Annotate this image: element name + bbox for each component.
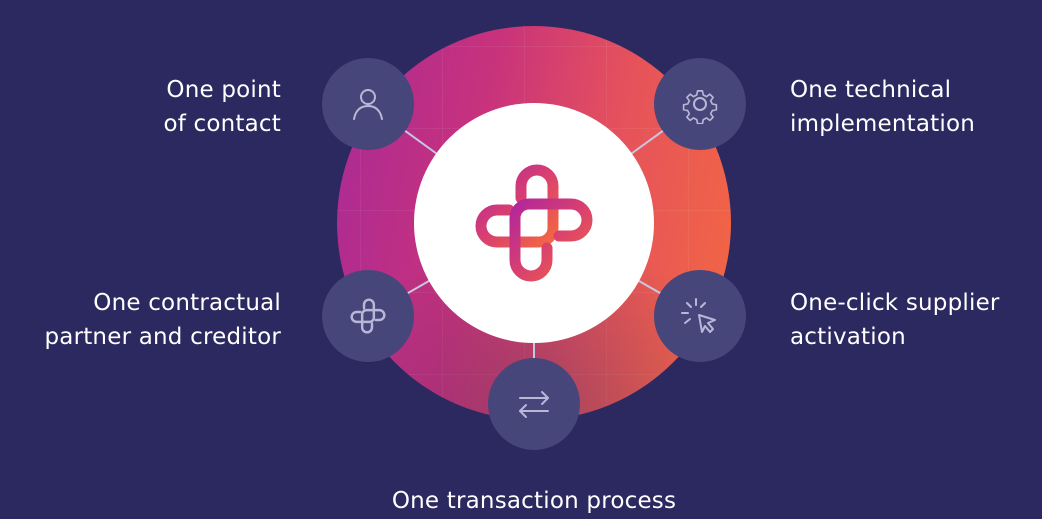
label-technical-line1: One technical [790, 77, 952, 103]
label-contact: One point of contact [163, 73, 281, 141]
label-technical-line2: implementation [790, 111, 976, 137]
swap-arrows-icon [519, 391, 549, 418]
label-contractual: One contractual partner and creditor [44, 286, 281, 354]
label-contact-line2: of contact [163, 111, 281, 137]
label-supplier-line2: activation [790, 324, 906, 350]
label-transaction-line1: One transaction process [391, 488, 677, 514]
interlocked-logo-icon [350, 298, 386, 334]
label-contractual-line1: One contractual [93, 290, 281, 316]
interlocked-cross-logo [475, 164, 593, 282]
label-contractual-line2: partner and creditor [44, 324, 281, 350]
gear-icon [682, 90, 718, 124]
central-logo-hub [414, 103, 654, 343]
cursor-click-icon [681, 298, 716, 333]
label-supplier: One-click supplier activation [790, 286, 1000, 354]
contractual-node [322, 270, 414, 362]
label-contact-line1: One point [166, 77, 281, 103]
contact-node [322, 58, 414, 150]
supplier-node [654, 270, 746, 362]
label-supplier-line1: One-click supplier [790, 290, 1000, 316]
label-transaction: One transaction process [334, 484, 734, 518]
label-technical: One technical implementation [790, 73, 975, 141]
transaction-node [488, 358, 580, 450]
user-icon [353, 89, 383, 120]
technical-node [654, 58, 746, 150]
